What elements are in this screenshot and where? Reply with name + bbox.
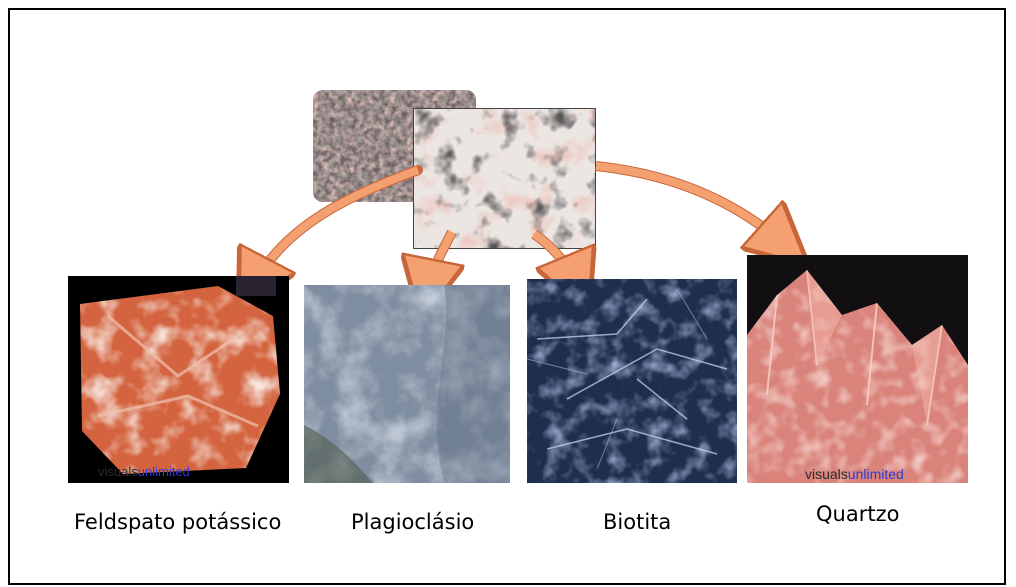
biotita-photo xyxy=(527,279,737,483)
watermark-accent-text: unlimited xyxy=(848,466,904,482)
arrow-icon xyxy=(427,232,452,290)
watermark-text: visuals xyxy=(98,464,138,479)
arrow-icon xyxy=(253,170,418,286)
watermark-text: visuals xyxy=(805,466,848,482)
watermark-accent-text: unlimited xyxy=(138,464,190,479)
label-plagioclasio: Plagioclásio xyxy=(351,510,474,534)
plagioclasio-photo xyxy=(304,285,510,483)
arrow-icon xyxy=(596,166,785,245)
arrow-icon xyxy=(253,170,418,286)
watermark: visualsunlimited xyxy=(98,464,190,479)
label-quartzo: Quartzo xyxy=(816,502,899,526)
label-feldspato-potassico: Feldspato potássico xyxy=(74,510,281,534)
feldspato-photo: visualsunlimited xyxy=(68,276,289,483)
quartzo-photo: visualsunlimited xyxy=(747,255,968,483)
arrow-icon xyxy=(596,166,785,245)
watermark: visualsunlimited xyxy=(805,466,904,482)
label-biotita: Biotita xyxy=(603,510,671,534)
